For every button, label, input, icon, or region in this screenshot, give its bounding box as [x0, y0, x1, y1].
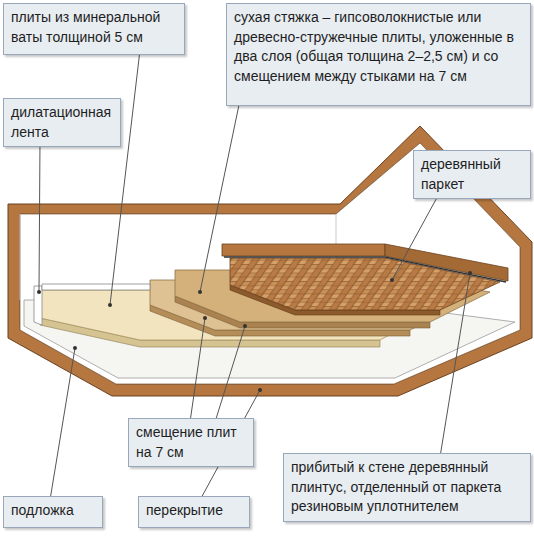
callout-box: плиты из минеральной ваты толщиной 5 см — [3, 3, 185, 55]
callout-text: плиты из минеральной ваты толщиной 5 см — [11, 8, 177, 47]
dilatation-tape — [42, 284, 150, 290]
leader-line — [50, 348, 75, 500]
callout-box: перекрытие — [138, 496, 250, 528]
leader-dot — [243, 324, 247, 328]
callout-text: прибитый к стене деревянный плинтус, отд… — [291, 458, 523, 517]
leader-line — [392, 192, 440, 280]
leader-dot — [108, 303, 112, 307]
leader-dot — [258, 388, 262, 392]
leader-dot — [390, 278, 394, 282]
leader-dot — [203, 316, 207, 320]
leader-line — [190, 318, 205, 422]
callout-text: смещение плит на 7 см — [136, 423, 246, 462]
callout-text: перекрытие — [146, 501, 242, 521]
callout-box: прибитый к стене деревянный плинтус, отд… — [283, 453, 531, 522]
callout-box: сухая стяжка – гипсоволокнистые или древ… — [226, 3, 531, 106]
skirting-board — [385, 244, 508, 281]
leader-dots — [37, 271, 472, 392]
leader-line — [215, 326, 245, 422]
leader-dot — [37, 290, 41, 294]
leader-dot — [468, 271, 472, 275]
callout-box: подложка — [3, 496, 103, 528]
callout-box: деревянный паркет — [413, 150, 531, 199]
callout-box: смещение плит на 7 см — [128, 418, 254, 467]
leader-line — [39, 140, 40, 292]
dilatation-tape — [34, 286, 42, 325]
callout-text: деревянный паркет — [421, 155, 523, 194]
callout-text: дилатационная лента — [11, 103, 113, 142]
leader-line — [200, 100, 240, 292]
callout-box: дилатационная лента — [3, 98, 121, 147]
skirting-board — [222, 244, 385, 256]
leader-line — [440, 273, 470, 457]
rubber-seal — [224, 257, 506, 282]
leader-line — [110, 50, 140, 305]
leader-dot — [198, 290, 202, 294]
wall-band — [8, 126, 532, 396]
callout-text: сухая стяжка – гипсоволокнистые или древ… — [234, 8, 523, 86]
leader-dot — [73, 346, 77, 350]
callout-text: подложка — [11, 501, 95, 521]
